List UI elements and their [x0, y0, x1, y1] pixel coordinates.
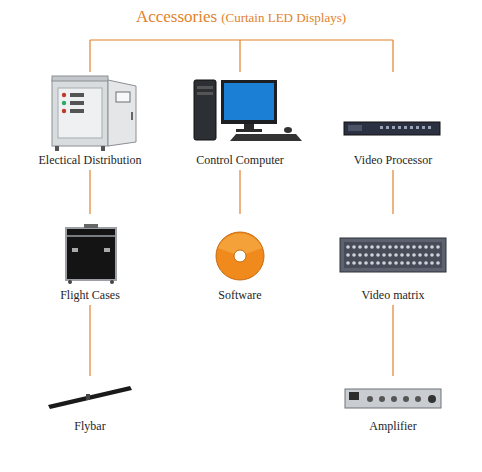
accessory-item: Software: [174, 214, 306, 305]
connector-line: [392, 305, 393, 376]
item-caption: Video Processor: [352, 154, 434, 170]
title: Accessories: [136, 7, 217, 26]
item-caption: Video matrix: [360, 289, 427, 305]
item-caption: Control Computer: [194, 154, 286, 170]
connector-line: [392, 170, 393, 214]
item-caption: Amplifier: [367, 420, 418, 436]
connector-line: [89, 170, 90, 214]
accessory-item: Amplifier: [327, 376, 459, 436]
item-caption: Flight Cases: [58, 289, 122, 305]
processor-illustration: [344, 122, 440, 135]
accessory-item: Video matrix: [327, 214, 459, 305]
accessory-item: Flybar: [24, 376, 156, 436]
amplifier-illustration: [345, 389, 441, 408]
accessory-item: Video Processor: [327, 72, 459, 170]
title-bracket: [90, 40, 393, 72]
heading: Accessories (Curtain LED Displays): [0, 7, 482, 27]
accessory-item: Control Computer: [174, 72, 306, 170]
accessory-item: Flight Cases: [24, 214, 156, 305]
item-caption: Electical Distribution: [37, 154, 144, 170]
flight-case-illustration: [66, 224, 116, 284]
connector-line: [89, 305, 90, 376]
cabinet-illustration: [52, 76, 136, 151]
connector-line: [239, 170, 240, 214]
matrix-illustration: [340, 238, 446, 272]
item-caption: Software: [216, 289, 263, 305]
accessory-item: Electical Distribution: [24, 72, 156, 170]
computer-illustration: [194, 80, 302, 141]
flybar-illustration: [48, 386, 132, 409]
subtitle: (Curtain LED Displays): [221, 10, 346, 25]
disc-illustration: [216, 232, 264, 280]
item-caption: Flybar: [72, 420, 107, 436]
